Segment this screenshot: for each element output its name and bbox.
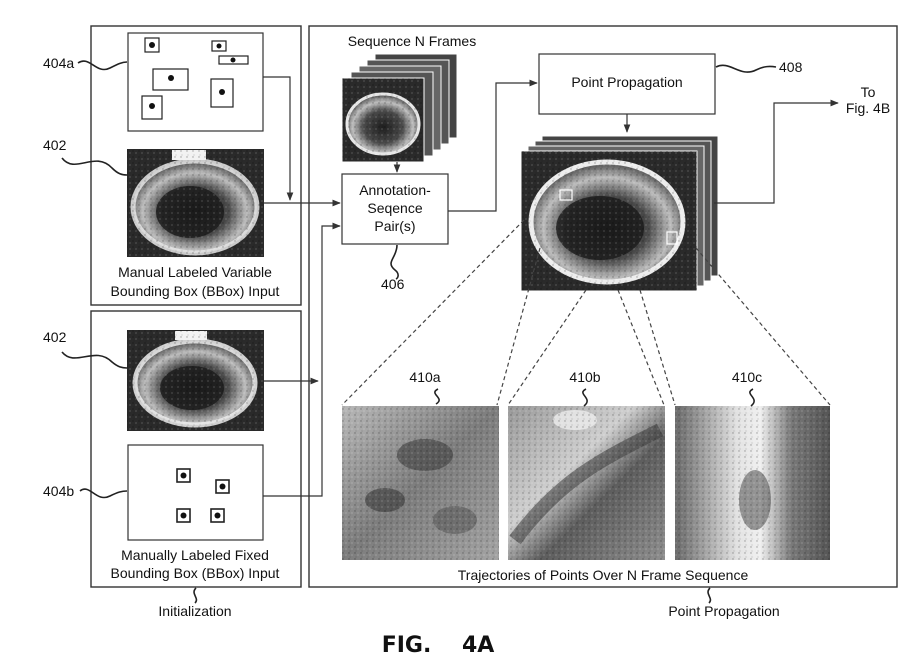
- caption-variable-line1: Manual Labeled Variable: [118, 264, 272, 280]
- input-image-bottom: [127, 330, 264, 431]
- ref-406: 406: [381, 276, 405, 292]
- leader-408: [716, 65, 776, 72]
- leader-404b: [80, 489, 127, 497]
- sequence-label: Sequence N Frames: [348, 33, 476, 49]
- to-label-line2: Fig. 4B: [846, 100, 890, 116]
- leader-402-top: [62, 158, 127, 175]
- leader-402-bottom: [62, 352, 127, 368]
- leader-410a: [435, 389, 439, 404]
- leader-point-propagation: [708, 588, 710, 603]
- leader-404a: [78, 61, 127, 69]
- ref-402-bottom: 402: [43, 329, 67, 345]
- ref-410a: 410a: [409, 369, 440, 385]
- fixed-bbox-diagram: [128, 445, 263, 540]
- leader-initialization: [194, 588, 196, 603]
- arrow-to-fig-4b: [714, 103, 838, 203]
- ref-410c: 410c: [732, 369, 762, 385]
- leader-410b: [583, 389, 587, 406]
- annotation-line3: Pair(s): [374, 218, 415, 234]
- point-propagation-label: Point Propagation: [571, 74, 682, 90]
- annotation-line1: Annotation-: [359, 182, 431, 198]
- sequence-frames-stack: [342, 54, 457, 162]
- trajectories-caption: Trajectories of Points Over N Frame Sequ…: [458, 567, 749, 583]
- caption-variable-line2: Bounding Box (BBox) Input: [111, 283, 280, 299]
- ref-404b: 404b: [43, 483, 74, 499]
- input-image-top: [127, 149, 264, 257]
- ref-410b: 410b: [569, 369, 600, 385]
- ref-404a: 404a: [43, 55, 74, 71]
- trajectory-crop-b: [508, 406, 665, 560]
- annotation-line2: Seqence: [367, 200, 422, 216]
- initialization-label: Initialization: [158, 603, 231, 619]
- ref-408: 408: [779, 59, 803, 75]
- caption-fixed-line1: Manually Labeled Fixed: [121, 547, 269, 563]
- variable-bbox-diagram: [128, 33, 263, 131]
- point-propagation-panel-label: Point Propagation: [668, 603, 779, 619]
- caption-fixed-line2: Bounding Box (BBox) Input: [111, 565, 280, 581]
- leader-410c: [750, 389, 754, 406]
- to-label-line1: To: [861, 84, 876, 100]
- leader-406: [391, 245, 398, 279]
- figure-title: FIG. 4A: [382, 633, 495, 658]
- arrow-404a-down: [263, 77, 290, 200]
- ref-402-top: 402: [43, 137, 67, 153]
- trajectory-crop-c: [675, 406, 830, 560]
- trajectory-crop-a: [342, 406, 499, 560]
- propagated-frames-stack: [521, 136, 718, 291]
